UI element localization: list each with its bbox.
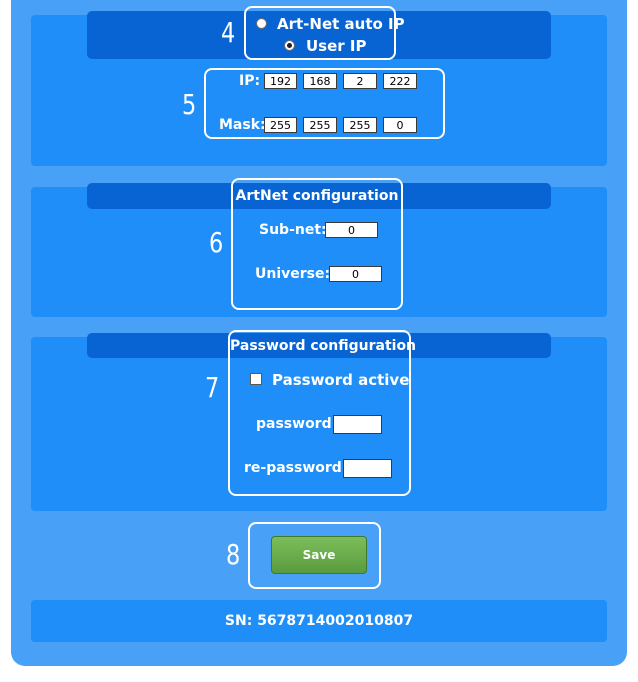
save-button[interactable]: Save [271,536,367,574]
ip-octet-2[interactable] [303,73,337,89]
serial-number-bar: SN: 5678714002010807 [31,600,607,642]
ip-address-box [204,68,445,139]
network-header-strip [87,11,551,59]
universe-input[interactable] [329,266,382,282]
mask-octet-4[interactable] [383,117,417,133]
repassword-input[interactable] [343,459,392,478]
ip-mode-box [244,6,396,60]
mask-octet-3[interactable] [343,117,377,133]
mask-octet-1[interactable] [264,117,297,133]
password-box [228,330,411,496]
auto-ip-label: Art-Net auto IP [277,15,405,33]
artnet-box [231,178,403,310]
password-title: Password configuration [230,338,417,354]
step-number-4: 4 [221,16,236,49]
password-active-label: Password active [272,371,410,389]
save-box [248,522,381,589]
repassword-label: re-password: [244,460,348,476]
ip-label: IP: [239,73,261,89]
radio-user-ip[interactable] [284,40,295,51]
mask-octet-2[interactable] [303,117,337,133]
password-panel [31,337,607,511]
password-header-strip [87,333,551,358]
universe-label: Universe: [255,266,331,282]
step-number-7: 7 [205,371,220,404]
mask-label: Mask: [219,117,266,133]
user-ip-label: User IP [306,37,367,55]
ip-octet-3[interactable] [343,73,377,89]
ip-octet-4[interactable] [383,73,417,89]
step-number-6: 6 [209,226,224,259]
serial-number: SN: 5678714002010807 [224,613,414,629]
radio-auto-ip[interactable] [256,18,267,29]
step-number-5: 5 [182,88,197,121]
subnet-label: Sub-net: [259,222,327,238]
artnet-header-strip [87,183,551,209]
ip-octet-1[interactable] [264,73,297,89]
step-number-8: 8 [226,538,241,571]
password-input[interactable] [333,415,382,434]
password-label: password: [256,416,338,432]
subnet-input[interactable] [325,222,378,238]
password-active-checkbox[interactable] [250,373,262,385]
artnet-title: ArtNet configuration [235,188,399,204]
